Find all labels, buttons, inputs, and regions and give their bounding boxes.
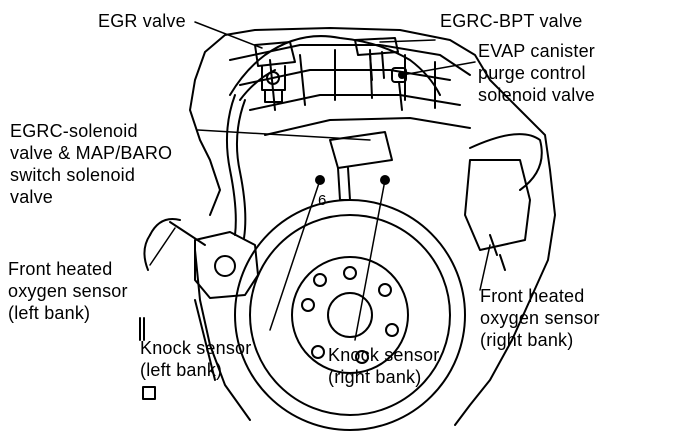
flywheel	[234, 199, 466, 431]
drain-plug	[142, 386, 156, 400]
vacuum-hose-2	[239, 69, 276, 101]
left-pipe	[226, 94, 237, 236]
vacuum-hose	[229, 35, 441, 96]
egr-valve-shape	[254, 41, 296, 103]
sensor-dots	[315, 71, 406, 185]
egrc-bpt-valve-shape	[354, 37, 399, 81]
left-exhaust-manifold	[143, 218, 259, 299]
intake-manifold	[229, 44, 471, 136]
egrc-solenoid-shape: 6	[318, 131, 393, 209]
oil-pan-left	[194, 299, 216, 381]
right-exhaust-manifold	[464, 133, 543, 271]
label-egrc-solenoid-valve: EGRC-solenoid valve & MAP/BARO switch so…	[10, 121, 173, 207]
label-front-o2-left: Front heated oxygen sensor (left bank)	[8, 259, 128, 323]
engine-number-marking: 6	[318, 192, 326, 209]
dipstick	[139, 317, 145, 341]
label-knock-sensor-left: Knock sensor (left bank)	[140, 338, 252, 380]
label-knock-sensor-right: Knock sensor (right bank)	[328, 345, 440, 387]
label-front-o2-right: Front heated oxygen sensor (right bank)	[480, 286, 600, 350]
label-egr-valve: EGR valve	[98, 11, 186, 31]
label-egrc-bpt-valve: EGRC-BPT valve	[440, 11, 583, 31]
label-evap-canister-purge-solenoid: EVAP canister purge control solenoid val…	[478, 41, 595, 105]
leader-lines	[149, 21, 491, 341]
left-pipe-inner	[236, 99, 247, 239]
